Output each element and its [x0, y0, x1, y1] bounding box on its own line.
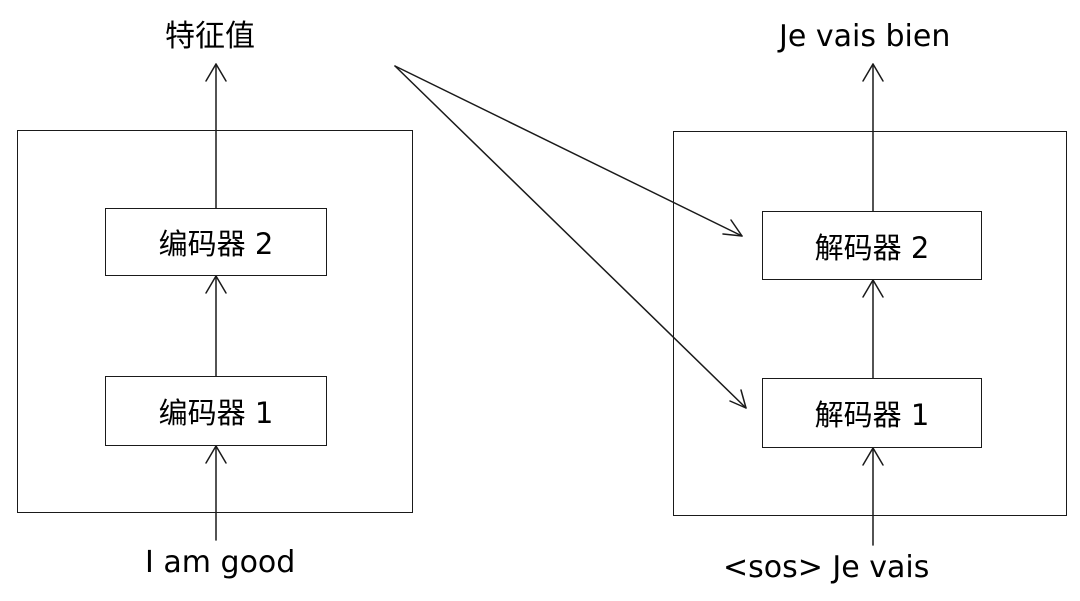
decoder-input-label: <sos> Je vais	[723, 550, 930, 585]
encoder-output-arrow	[205, 63, 227, 209]
features-to-decoder-2-arrow	[394, 65, 743, 237]
decoder-frame	[673, 131, 1067, 516]
decoder-1-label: 解码器 1	[814, 398, 930, 432]
decoder-output-arrow	[862, 63, 884, 212]
encoder-frame	[17, 130, 413, 513]
encoder-input-label: I am good	[145, 545, 296, 580]
decoder-2-box: 解码器 2	[762, 211, 982, 280]
encoder-2-box: 编码器 2	[105, 208, 327, 276]
decoder-2-label: 解码器 2	[814, 230, 930, 265]
encoder-input-arrow	[205, 445, 227, 541]
encoder-1-box: 编码器 1	[105, 376, 327, 446]
decoder-1-box: 解码器 1	[762, 378, 982, 448]
decoder-1-to-2-arrow	[862, 279, 884, 379]
encoder-output-label: 特征值	[165, 19, 255, 54]
encoder-2-label: 编码器 2	[158, 227, 274, 261]
encoder-1-to-2-arrow	[205, 275, 227, 377]
encoder-1-label: 编码器 1	[158, 396, 274, 430]
decoder-input-arrow	[862, 447, 884, 546]
decoder-output-label: Je vais bien	[779, 19, 951, 54]
features-to-decoder-1-arrow	[394, 65, 747, 409]
